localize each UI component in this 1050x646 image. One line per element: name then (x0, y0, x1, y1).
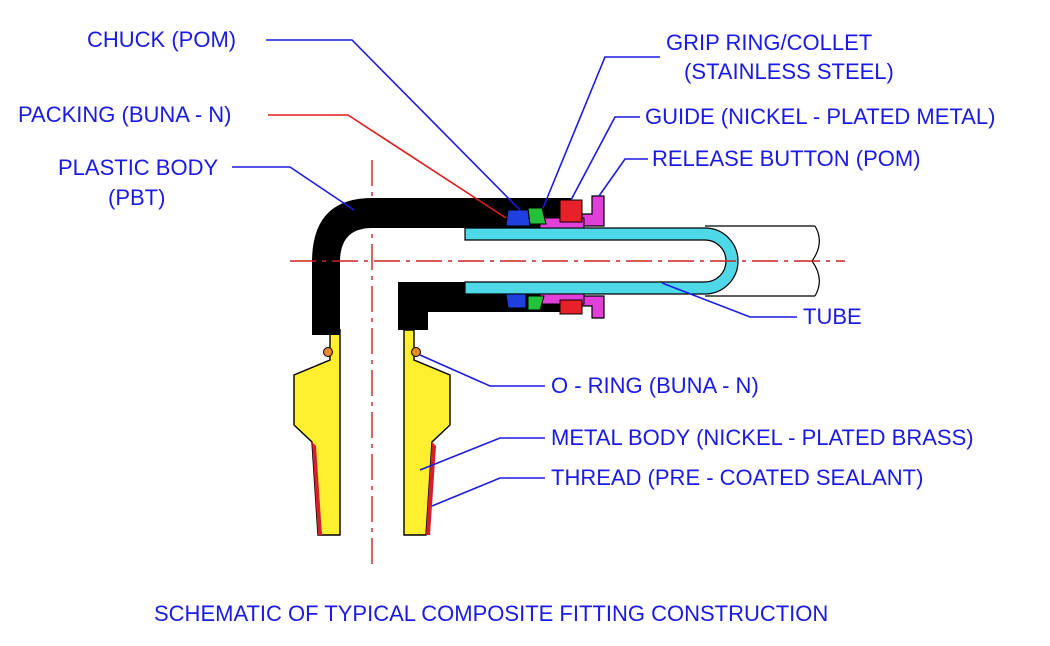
label-grip-ring-line2: (STAINLESS STEEL) (684, 59, 894, 84)
leader-chuck (266, 39, 521, 211)
tube-body (464, 227, 739, 295)
leader-tube (661, 282, 797, 318)
leader-thread (431, 477, 545, 507)
label-packing: PACKING (BUNA - N) (18, 102, 232, 127)
leader-o-ring (419, 354, 545, 387)
label-guide: GUIDE (NICKEL - PLATED METAL) (645, 104, 995, 129)
leader-grip-ring (542, 56, 660, 209)
release-button-top (581, 195, 605, 227)
label-release-button: RELEASE BUTTON (POM) (652, 146, 921, 171)
label-o-ring: O - RING (BUNA - N) (551, 373, 759, 398)
guide-top (559, 199, 583, 223)
grip-ring-bottom (527, 295, 545, 311)
chuck-bottom (505, 293, 527, 309)
label-grip-ring-line1: GRIP RING/COLLET (666, 30, 872, 55)
label-plastic-body-line1: PLASTIC BODY (58, 155, 218, 180)
thread-sealant-left (312, 442, 322, 535)
leader-metal-body (419, 437, 545, 471)
guide-bottom (559, 299, 583, 315)
plastic-body-outer (312, 198, 572, 335)
label-tube: TUBE (803, 304, 862, 329)
leader-release-button (598, 158, 648, 197)
label-plastic-body-line2: (PBT) (108, 185, 165, 210)
metal-body-right (403, 329, 451, 536)
tube-extension (705, 225, 815, 297)
o-ring-right (411, 347, 421, 357)
release-button-bottom (581, 295, 605, 319)
leader-plastic-body (232, 166, 355, 211)
diagram-caption: SCHEMATIC OF TYPICAL COMPOSITE FITTING C… (154, 601, 828, 626)
leader-packing (268, 114, 507, 219)
leader-lines (232, 39, 797, 507)
label-metal-body: METAL BODY (NICKEL - PLATED BRASS) (551, 425, 974, 450)
chuck-top (505, 209, 531, 227)
label-thread: THREAD (PRE - COATED SEALANT) (551, 465, 923, 490)
label-chuck: CHUCK (POM) (87, 27, 236, 52)
leader-guide (570, 116, 640, 201)
o-ring-left (323, 347, 333, 357)
